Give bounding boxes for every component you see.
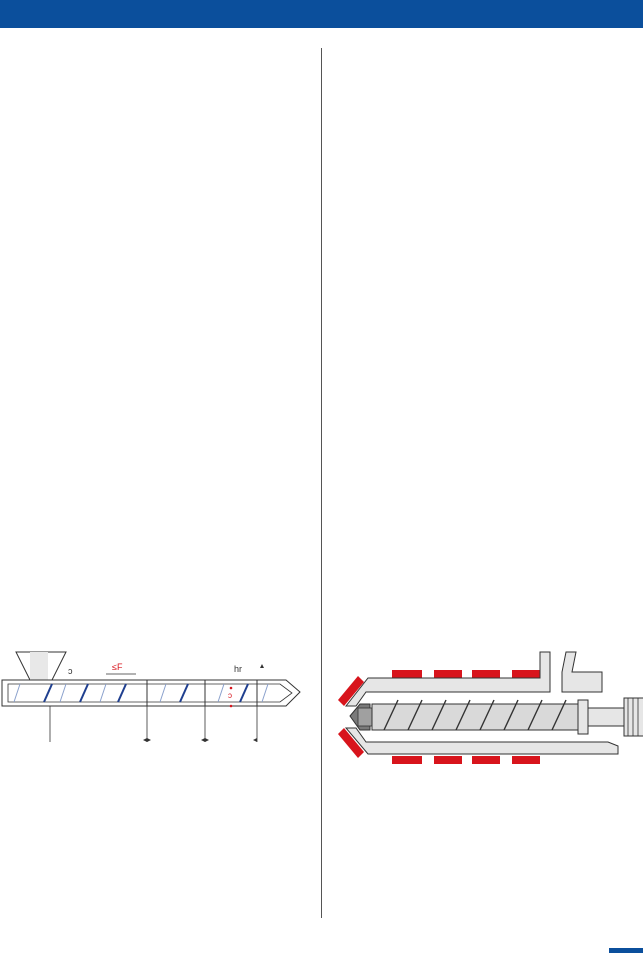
barrel-wall-bottom — [344, 727, 619, 755]
melt-dot-2 — [229, 704, 233, 708]
flight-light-3 — [99, 683, 107, 703]
heater-band-bottom-1 — [392, 756, 422, 764]
feed-throat-block — [561, 651, 603, 693]
flight-r8 — [551, 699, 567, 731]
heater-band-bottom-2 — [434, 756, 462, 764]
flight-light-2 — [59, 683, 67, 703]
barrel-cross-section — [338, 651, 643, 764]
screw-flights — [43, 683, 249, 703]
flight-2 — [79, 683, 89, 703]
compression-mark: ≤F — [112, 662, 123, 672]
flight-3 — [117, 683, 127, 703]
screw-shaft — [371, 703, 579, 731]
nozzle-heater-top — [338, 676, 364, 706]
flight-4 — [179, 683, 189, 703]
gear-teeth — [627, 698, 639, 736]
page-number-bar — [609, 948, 643, 953]
flight-r3 — [431, 699, 447, 731]
flight-light-5 — [217, 683, 225, 703]
check-ring — [357, 707, 373, 727]
heater-band-top-1 — [392, 670, 422, 678]
flight-1 — [43, 683, 53, 703]
heater-band-bottom-3 — [472, 756, 500, 764]
screw-zone-diagram: ɔ ɔ ≤F hr — [1, 651, 301, 742]
zone-arrow-5 — [253, 738, 257, 742]
screw-body — [7, 683, 293, 703]
flight-r2 — [407, 699, 423, 731]
metering-mark: hr — [234, 664, 242, 674]
shaft-collar — [577, 699, 589, 735]
flight-light-1 — [13, 683, 21, 703]
drive-shaft — [587, 707, 625, 727]
flight-light-4 — [159, 683, 167, 703]
flight-5 — [239, 683, 249, 703]
flight-r4 — [455, 699, 471, 731]
zone-arrow-2 — [147, 738, 151, 742]
flight-r6 — [503, 699, 519, 731]
zone-arrow-4 — [205, 738, 209, 742]
flight-light-6 — [261, 683, 269, 703]
hopper-throat — [30, 652, 48, 680]
header-bar — [0, 0, 643, 28]
melt-label: ɔ — [228, 691, 232, 700]
zone-arrow-1 — [143, 738, 147, 742]
zone-arrow-3 — [201, 738, 205, 742]
heater-band-top-3 — [472, 670, 500, 678]
column-divider — [321, 48, 322, 918]
feed-mark: ɔ — [68, 666, 73, 676]
nozzle-heater-bottom — [338, 728, 364, 758]
flight-r1 — [383, 699, 399, 731]
flight-r7 — [527, 699, 543, 731]
heater-band-top-4 — [512, 670, 540, 678]
drive-gear — [623, 697, 643, 737]
metering-arrow — [260, 664, 264, 668]
barrel-wall-top — [344, 651, 551, 707]
melt-dot-1 — [229, 686, 233, 690]
heater-band-top-2 — [434, 670, 462, 678]
flight-r5 — [479, 699, 495, 731]
heater-band-bottom-4 — [512, 756, 540, 764]
screw-flights-right — [383, 699, 567, 731]
screw-flights-light — [13, 683, 269, 703]
